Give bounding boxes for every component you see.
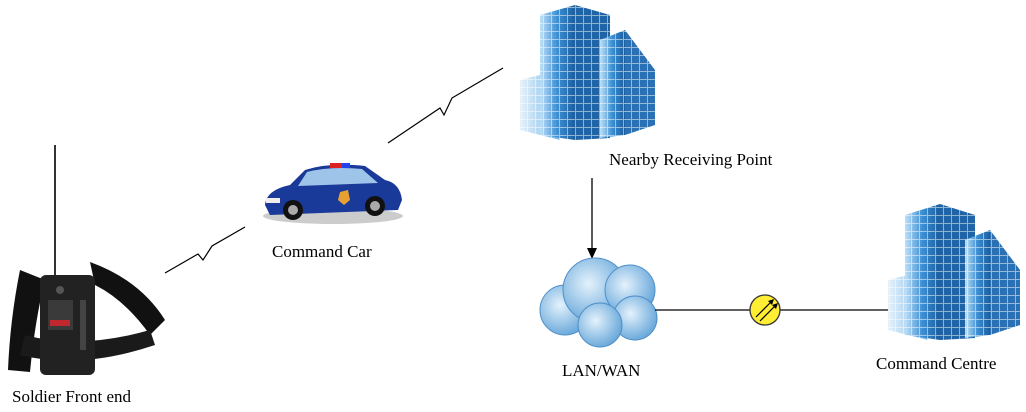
wireless-link-soldier-car bbox=[164, 226, 246, 274]
cloud-icon bbox=[539, 257, 658, 348]
building-icon bbox=[888, 204, 1020, 340]
wireless-link-car-receiving bbox=[387, 67, 504, 144]
building-icon bbox=[520, 5, 655, 140]
command-car-label: Command Car bbox=[272, 242, 372, 261]
soldier-radio-backpack-icon bbox=[8, 145, 165, 375]
arrow-receiving-to-network bbox=[587, 178, 597, 259]
police-car-icon bbox=[263, 163, 403, 224]
receiving-point-label: Nearby Receiving Point bbox=[609, 150, 773, 169]
link-device-icon bbox=[749, 294, 781, 326]
command-centre-label: Command Centre bbox=[876, 354, 997, 373]
soldier-label: Soldier Front end bbox=[12, 387, 131, 406]
lan-wan-label: LAN/WAN bbox=[562, 361, 641, 380]
